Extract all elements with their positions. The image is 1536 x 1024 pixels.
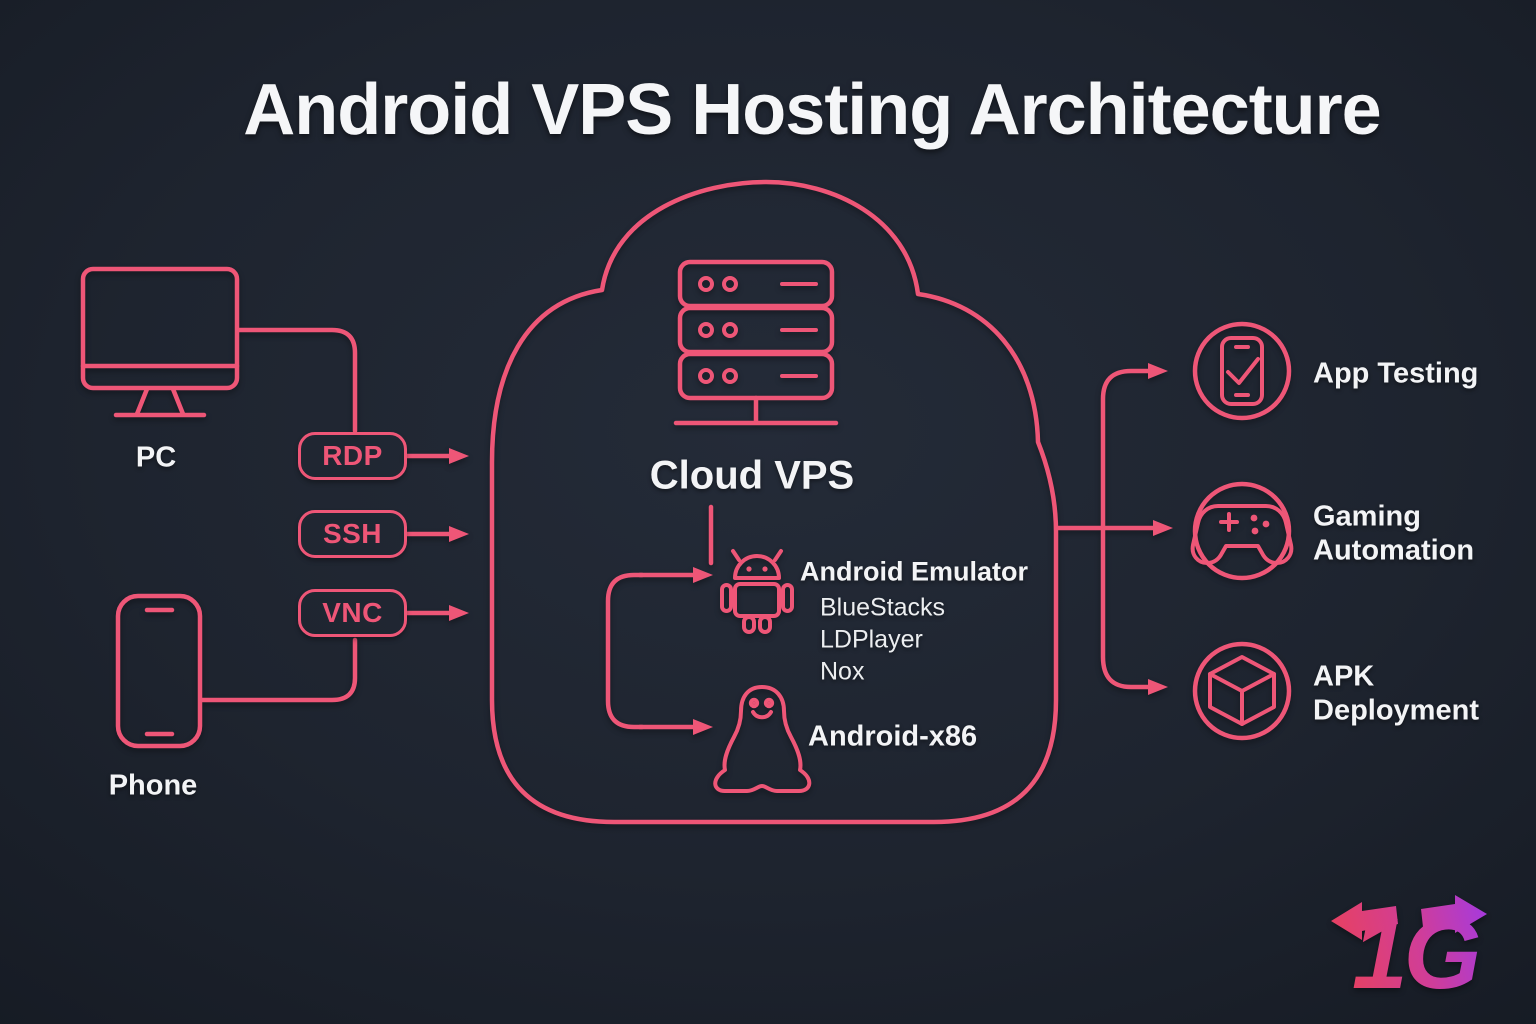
logo-left-arrow: [1331, 902, 1398, 940]
cloud-vps-title: Cloud VPS: [649, 453, 855, 498]
use-case-label-gaming: Gaming: [1313, 500, 1421, 533]
phone-check-icon: [1192, 321, 1292, 421]
protocol-arrows: [404, 448, 469, 621]
protocol-pill-vnc: VNC: [298, 589, 407, 637]
emulator-item-ldplayer: LDPlayer: [820, 625, 923, 654]
package-box-icon: [1192, 641, 1292, 741]
smartphone-icon: [115, 593, 203, 749]
use-case-label-apk: APK: [1313, 660, 1375, 693]
logo-text: 1G: [1352, 898, 1479, 1010]
output-branch-connector: [1054, 363, 1173, 695]
emulator-item-nox: Nox: [820, 657, 865, 686]
desktop-monitor-icon: [80, 266, 240, 418]
protocol-pill-ssh: SSH: [298, 510, 407, 558]
protocol-pill-rdp: RDP: [298, 432, 407, 480]
linux-tux-icon: [713, 685, 812, 793]
cloud-outline: [489, 179, 1059, 825]
android-emulator-heading: Android Emulator: [800, 556, 1028, 587]
pc-label: PC: [135, 441, 177, 474]
protocol-label-vnc: VNC: [322, 597, 383, 628]
page-title: Android VPS Hosting Architecture: [243, 70, 1381, 150]
gamepad-icon: [1190, 481, 1294, 581]
connector-phone-to-vnc: [198, 637, 358, 703]
server-rack-icon: [673, 259, 839, 426]
protocol-label-rdp: RDP: [322, 440, 383, 471]
use-case-label-deployment: Deployment: [1313, 694, 1479, 727]
android-robot-icon: [720, 549, 794, 634]
emulator-branch-connector: [605, 567, 713, 735]
phone-label: Phone: [108, 769, 198, 802]
logo-right-arrow: [1421, 895, 1487, 933]
android-x86-label: Android-x86: [808, 720, 978, 753]
use-case-label-app-testing: App Testing: [1313, 357, 1479, 390]
logo-1g: 1G: [1331, 895, 1487, 1010]
connector-pc-to-rdp: [235, 327, 358, 434]
use-case-label-automation: Automation: [1313, 534, 1475, 567]
emulator-item-bluestacks: BlueStacks: [820, 593, 946, 622]
protocol-label-ssh: SSH: [322, 518, 383, 549]
